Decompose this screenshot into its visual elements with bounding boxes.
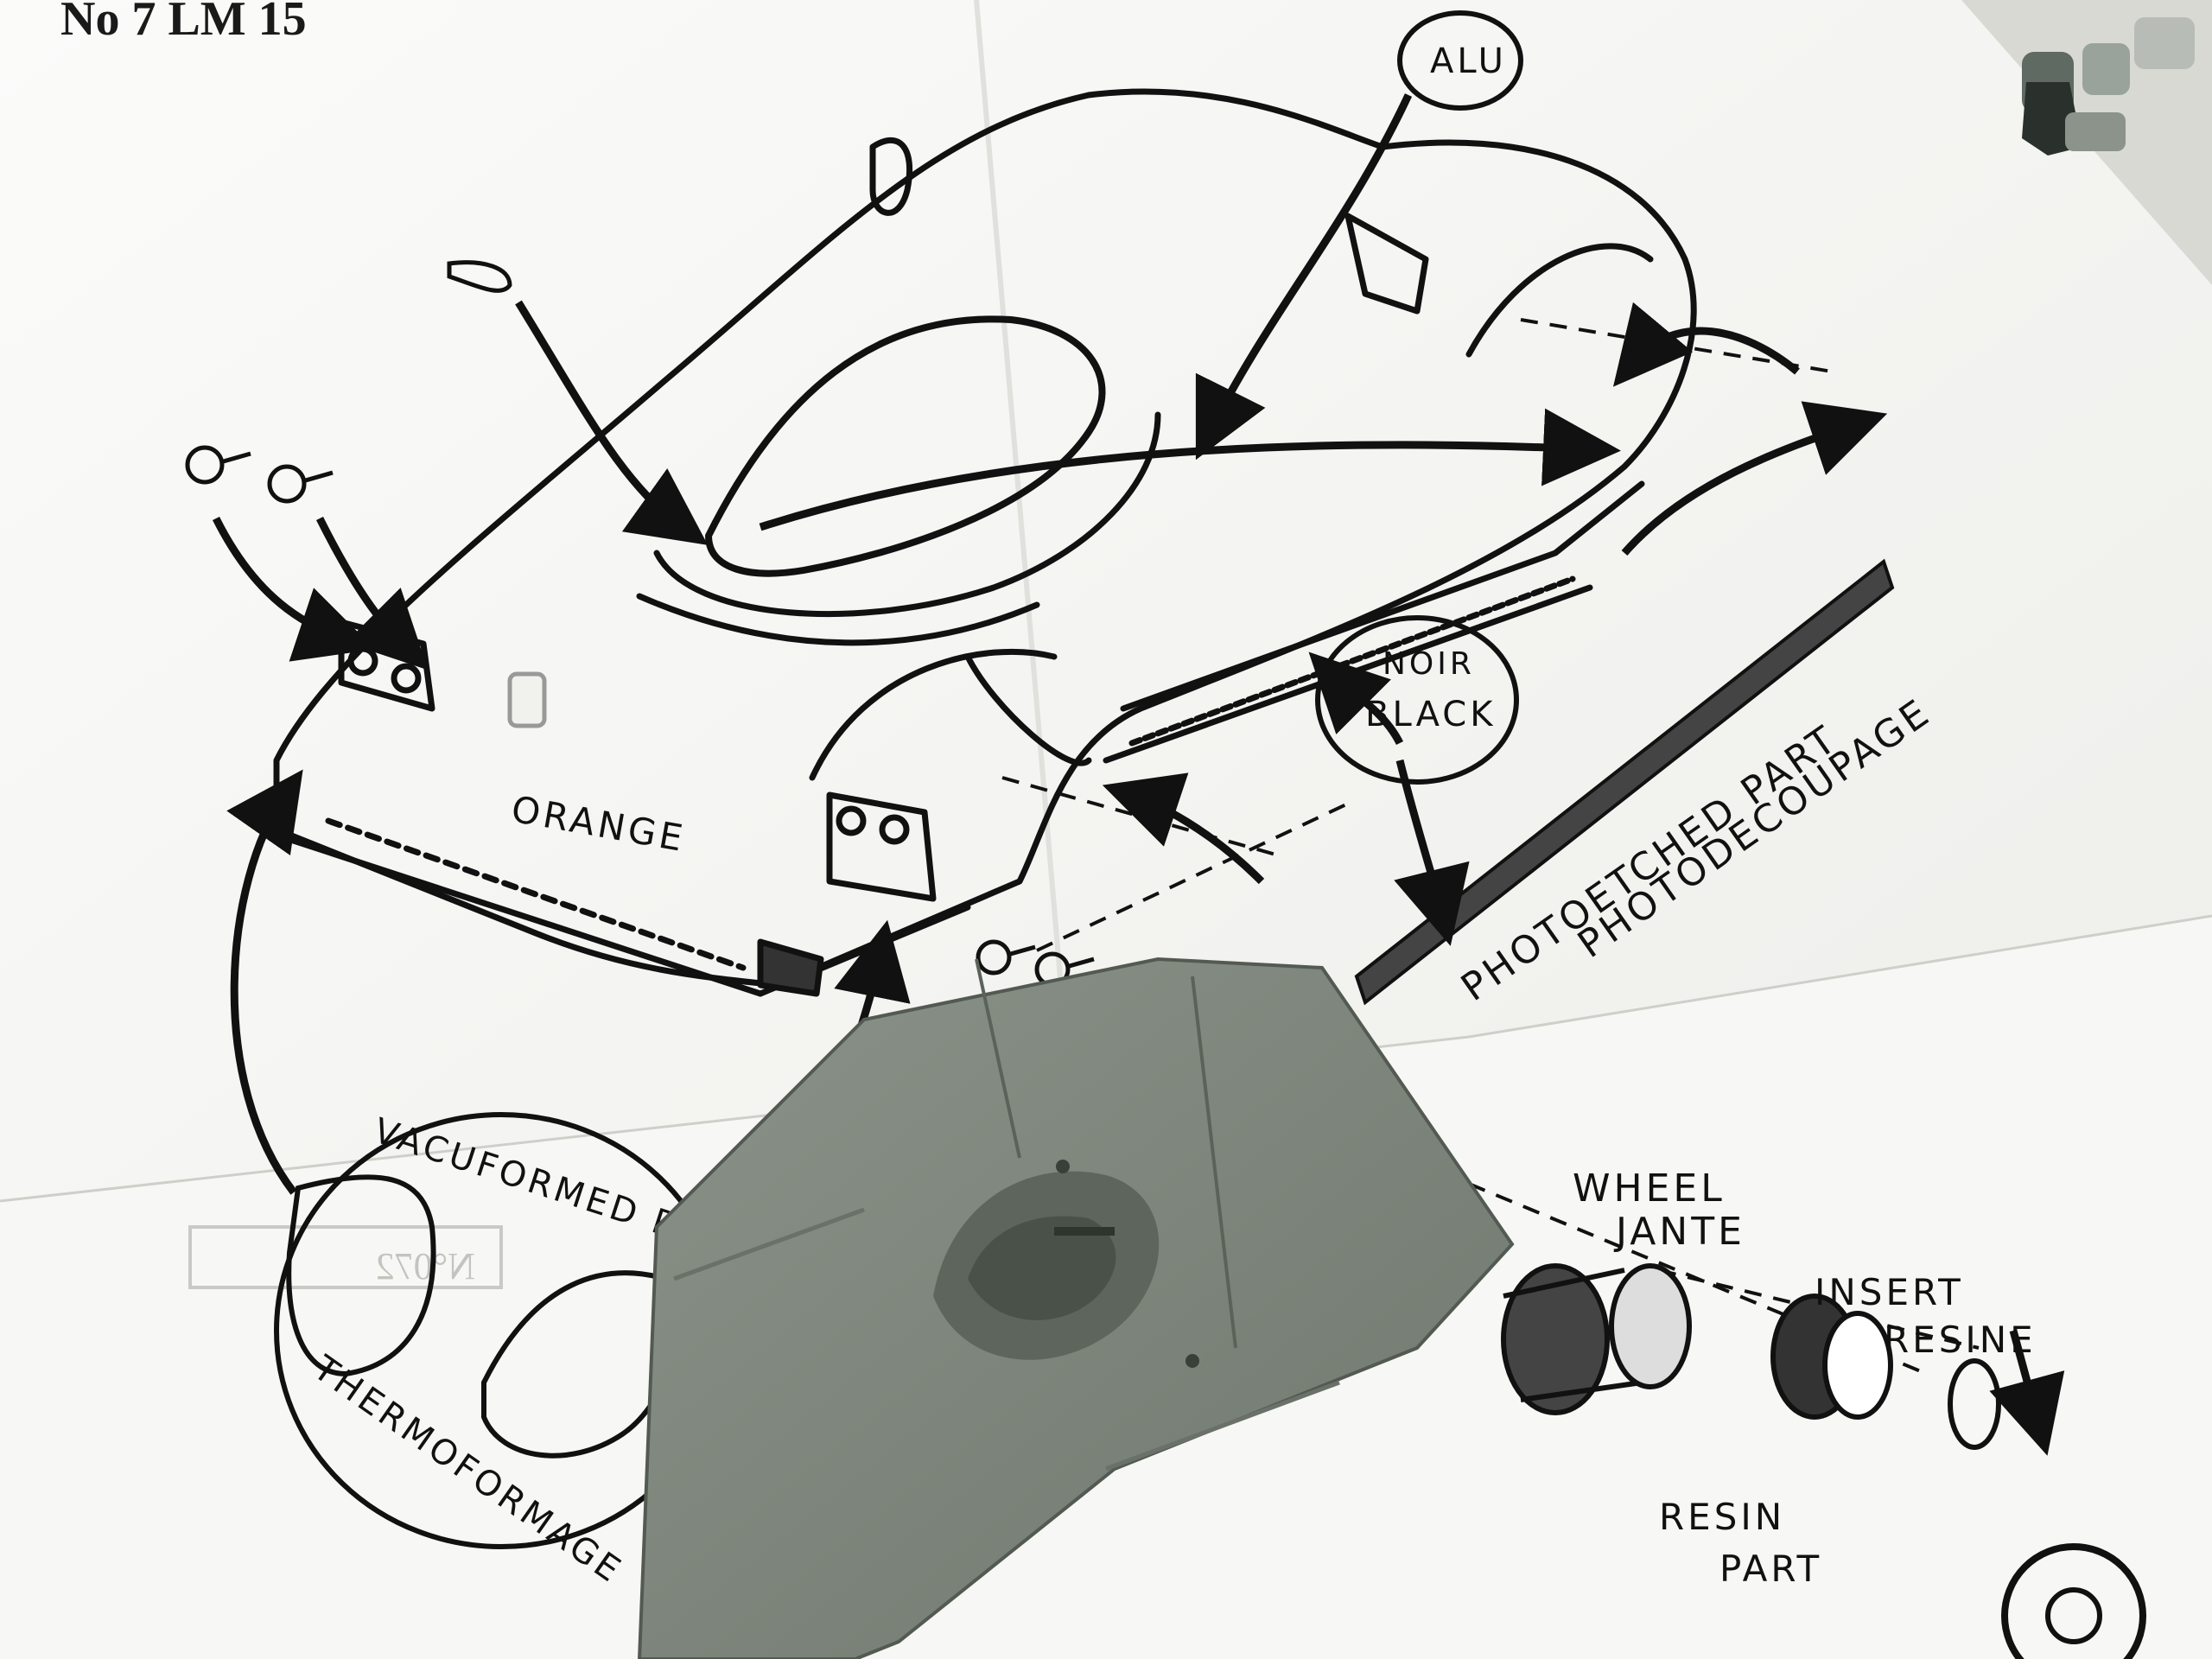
callout-part: PART — [1719, 1548, 1822, 1590]
small-parts — [185, 260, 1095, 988]
callout-resin: RESIN — [1659, 1496, 1785, 1538]
callout-black: BLACK — [1365, 695, 1496, 734]
assembly-arrows — [212, 93, 2065, 1456]
callout-resine: RESINE — [1884, 1319, 2037, 1361]
callout-alu: ALU — [1430, 41, 1507, 81]
car-body-drawing — [256, 88, 1697, 997]
resin-car-body — [637, 957, 1515, 1659]
callout-jante: JANTE — [1613, 1210, 1745, 1254]
paper-edge — [0, 914, 2212, 1203]
resin-sprue-parts — [2022, 17, 2195, 156]
svg-text:N°072: N°072 — [376, 1245, 475, 1287]
sheet-header: No 7 LM 15 — [60, 0, 307, 46]
callout-noir: NOIR — [1382, 646, 1475, 682]
wheel-drawing — [1501, 1263, 2146, 1659]
callout-wheel: WHEEL — [1573, 1166, 1726, 1211]
photoetched-strip — [1354, 558, 1895, 1006]
callout-insert: INSERT — [1815, 1271, 1964, 1313]
reverse-reference: N°072 — [188, 1225, 503, 1289]
